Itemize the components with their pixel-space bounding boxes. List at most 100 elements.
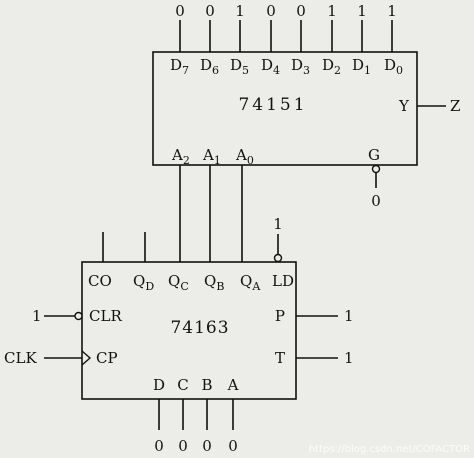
mux-data-label: D [291, 56, 303, 74]
mux-data-value: 0 [296, 2, 306, 20]
p-pin: P [275, 307, 285, 325]
counter-data-label: D [153, 376, 165, 394]
counter-data-label: B [201, 376, 212, 394]
svg-text:D6: D6 [200, 56, 219, 77]
counter-ld-input: 1 [273, 215, 283, 263]
counter-data-value: 0 [178, 437, 188, 455]
counter-pin-co: CO [88, 272, 112, 290]
mux-select-input-1: A1 [202, 146, 221, 167]
clock-signal: CLK [4, 349, 37, 367]
mux-chip-name: 74151 [238, 95, 307, 115]
mux-data-label: D [322, 56, 334, 74]
mux-data-input-7: 1 D0 [384, 2, 403, 77]
mux-data-value: 1 [357, 2, 367, 20]
svg-text:D2: D2 [322, 56, 341, 77]
mux-enable: G 0 [368, 146, 381, 210]
svg-text:D5: D5 [230, 56, 249, 77]
p-value: 1 [344, 307, 354, 325]
mux-data-sub: 6 [212, 64, 219, 77]
mux-data-sub: 5 [242, 64, 249, 77]
mux-output-signal: Z [450, 97, 460, 115]
svg-text:D3: D3 [291, 56, 310, 77]
counter-pin-qb: QB [204, 272, 224, 293]
mux-enable-pin: G [368, 146, 380, 164]
clr-inversion-bubble [74, 311, 83, 321]
counter-clr-input: 1 CLR [32, 307, 122, 325]
mux-select-label: A [171, 146, 183, 164]
counter-data-value: 0 [154, 437, 164, 455]
mux-data-input-4: 0 D3 [291, 2, 310, 77]
t-pin: T [275, 349, 285, 367]
svg-text:D7: D7 [170, 56, 189, 77]
mux-select-label: A [235, 146, 247, 164]
mux-data-sub: 0 [396, 64, 403, 77]
mux-data-label: D [200, 56, 212, 74]
ld-value: 1 [273, 215, 283, 233]
svg-text:D4: D4 [261, 56, 280, 77]
mux-select-sub: 2 [183, 154, 190, 167]
mux-select-sub: 0 [247, 154, 254, 167]
svg-text:A0: A0 [235, 146, 254, 167]
counter-pin-qa: QA [240, 272, 261, 293]
mux-select-sub: 1 [214, 154, 221, 167]
mux-select-input-0: A2 [171, 146, 190, 167]
svg-text:D1: D1 [352, 56, 371, 77]
ld-inversion-bubble [273, 253, 283, 263]
mux-data-input-3: 0 D4 [261, 2, 280, 77]
svg-text:A1: A1 [202, 146, 221, 167]
mux-data-value: 1 [327, 2, 337, 20]
mux-select-label: A [202, 146, 214, 164]
clr-value: 1 [32, 307, 42, 325]
mux-data-label: D [384, 56, 396, 74]
watermark: https://blog.csdn.net/COFACTOR [309, 444, 470, 455]
mux-data-label: D [261, 56, 273, 74]
t-value: 1 [344, 349, 354, 367]
clr-pin: CLR [89, 307, 122, 325]
counter-data-label: C [177, 376, 188, 394]
counter-clock-input: CLK CP [4, 349, 118, 367]
counter-pin-qd: QD [133, 272, 154, 293]
mux-data-value: 0 [266, 2, 276, 20]
counter-data-value: 0 [202, 437, 212, 455]
mux-74151-body [152, 51, 418, 166]
mux-data-value: 1 [387, 2, 397, 20]
counter-74163-body [81, 261, 297, 400]
mux-data-value: 0 [205, 2, 215, 20]
mux-select-input-2: A0 [235, 146, 254, 167]
mux-data-value: 0 [175, 2, 185, 20]
mux-data-label: D [352, 56, 364, 74]
mux-data-sub: 7 [182, 64, 189, 77]
counter-chip-name: 74163 [170, 318, 229, 338]
mux-enable-value: 0 [371, 192, 381, 210]
counter-data-input-d: D 0 [153, 376, 165, 455]
mux-data-input-0: 0 D7 [170, 2, 189, 77]
counter-data-input-a: A 0 [227, 376, 239, 455]
counter-p-input: P 1 [275, 307, 354, 325]
counter-pin-ld: LD [272, 272, 294, 290]
mux-data-sub: 4 [273, 64, 280, 77]
clock-edge-triangle [81, 350, 92, 366]
mux-data-input-6: 1 D1 [352, 2, 371, 77]
mux-output: Y Z [398, 97, 460, 115]
mux-enable-inversion-bubble [371, 164, 381, 174]
mux-data-label: D [230, 56, 242, 74]
clock-pin: CP [96, 349, 118, 367]
mux-data-label: D [170, 56, 182, 74]
counter-pin-qc: QC [168, 272, 189, 293]
counter-data-label: A [227, 376, 239, 394]
svg-text:D0: D0 [384, 56, 403, 77]
mux-data-input-2: 1 D5 [230, 2, 249, 77]
counter-data-value: 0 [228, 437, 238, 455]
mux-data-value: 1 [235, 2, 245, 20]
mux-data-sub: 2 [334, 64, 341, 77]
mux-data-sub: 3 [303, 64, 310, 77]
counter-data-input-c: C 0 [177, 376, 188, 455]
svg-text:A2: A2 [171, 146, 190, 167]
mux-data-input-5: 1 D2 [322, 2, 341, 77]
counter-data-input-b: B 0 [201, 376, 212, 455]
mux-data-input-1: 0 D6 [200, 2, 219, 77]
mux-data-sub: 1 [364, 64, 371, 77]
counter-t-input: T 1 [275, 349, 354, 367]
